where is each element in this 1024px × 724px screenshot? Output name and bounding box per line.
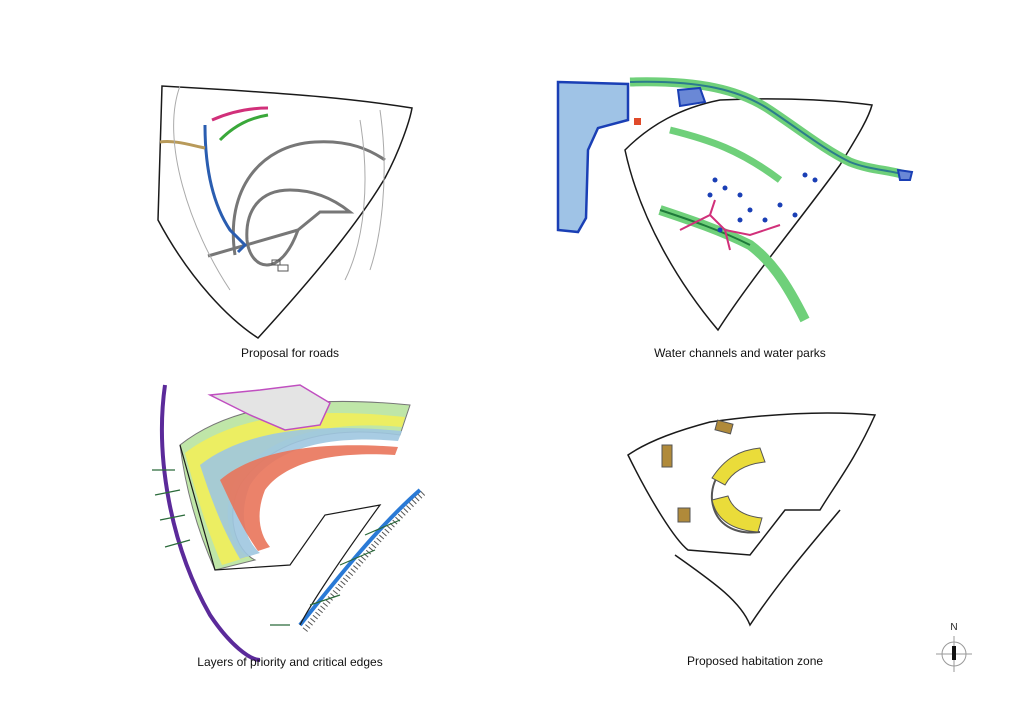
pond-dots	[707, 172, 818, 233]
compass-icon	[936, 636, 972, 672]
band-orange	[220, 445, 398, 551]
channel-secondary	[669, 126, 783, 183]
connector-road	[207, 228, 299, 258]
roads-caption: Proposal for roads	[240, 346, 340, 360]
edge-blue	[298, 488, 422, 627]
priority-caption: Layers of priority and critical edges	[197, 655, 383, 669]
top-patch	[207, 384, 331, 431]
roads-map	[157, 85, 413, 339]
building-sketch	[271, 259, 281, 266]
marker-red	[634, 118, 641, 125]
site-lower	[674, 509, 841, 627]
site-outline	[157, 85, 413, 339]
water-panel: Water channels and water parks	[550, 70, 930, 360]
habitation-panel: Proposed habitation zone	[620, 400, 890, 675]
site-outline	[624, 98, 873, 332]
habitation-yellow-bottom	[711, 495, 763, 533]
habitation-brown-1	[661, 444, 673, 468]
site-outline	[179, 444, 382, 626]
water-park-small	[676, 86, 707, 108]
roads-panel: Proposal for roads	[150, 80, 430, 360]
road-blue	[203, 124, 248, 254]
band-blue	[200, 428, 402, 559]
site-outline	[627, 412, 877, 556]
road-tan	[159, 140, 206, 150]
water-body	[556, 80, 630, 234]
channel-main-core	[629, 80, 906, 176]
edge-hatch	[302, 490, 426, 632]
priority-map	[152, 384, 426, 662]
inner-boundary	[245, 188, 355, 267]
habitation-brown-3	[677, 507, 691, 523]
compass-label: N	[950, 622, 958, 633]
road-pink	[211, 106, 269, 122]
channel-lower-core	[659, 209, 751, 246]
water-map	[556, 77, 914, 332]
edge-arrows	[152, 469, 401, 626]
road-green	[218, 113, 269, 142]
sketch-line-1	[173, 85, 231, 291]
sketch-line-3	[369, 109, 385, 271]
building-sketch	[277, 264, 289, 272]
sketch-line-2	[344, 119, 366, 281]
water-park-east	[896, 168, 914, 181]
road-outer-arc	[231, 140, 386, 256]
water-caption: Water channels and water parks	[654, 346, 826, 360]
habitation-caption: Proposed habitation zone	[686, 654, 824, 668]
pink-network	[679, 199, 781, 251]
priority-panel: Layers of priority and critical edges	[140, 375, 440, 675]
edge-purple	[160, 384, 261, 662]
habitation-map	[627, 412, 877, 627]
habitation-brown-2	[714, 419, 734, 435]
north-compass: N	[932, 622, 976, 674]
habitation-yellow-top	[711, 447, 766, 486]
